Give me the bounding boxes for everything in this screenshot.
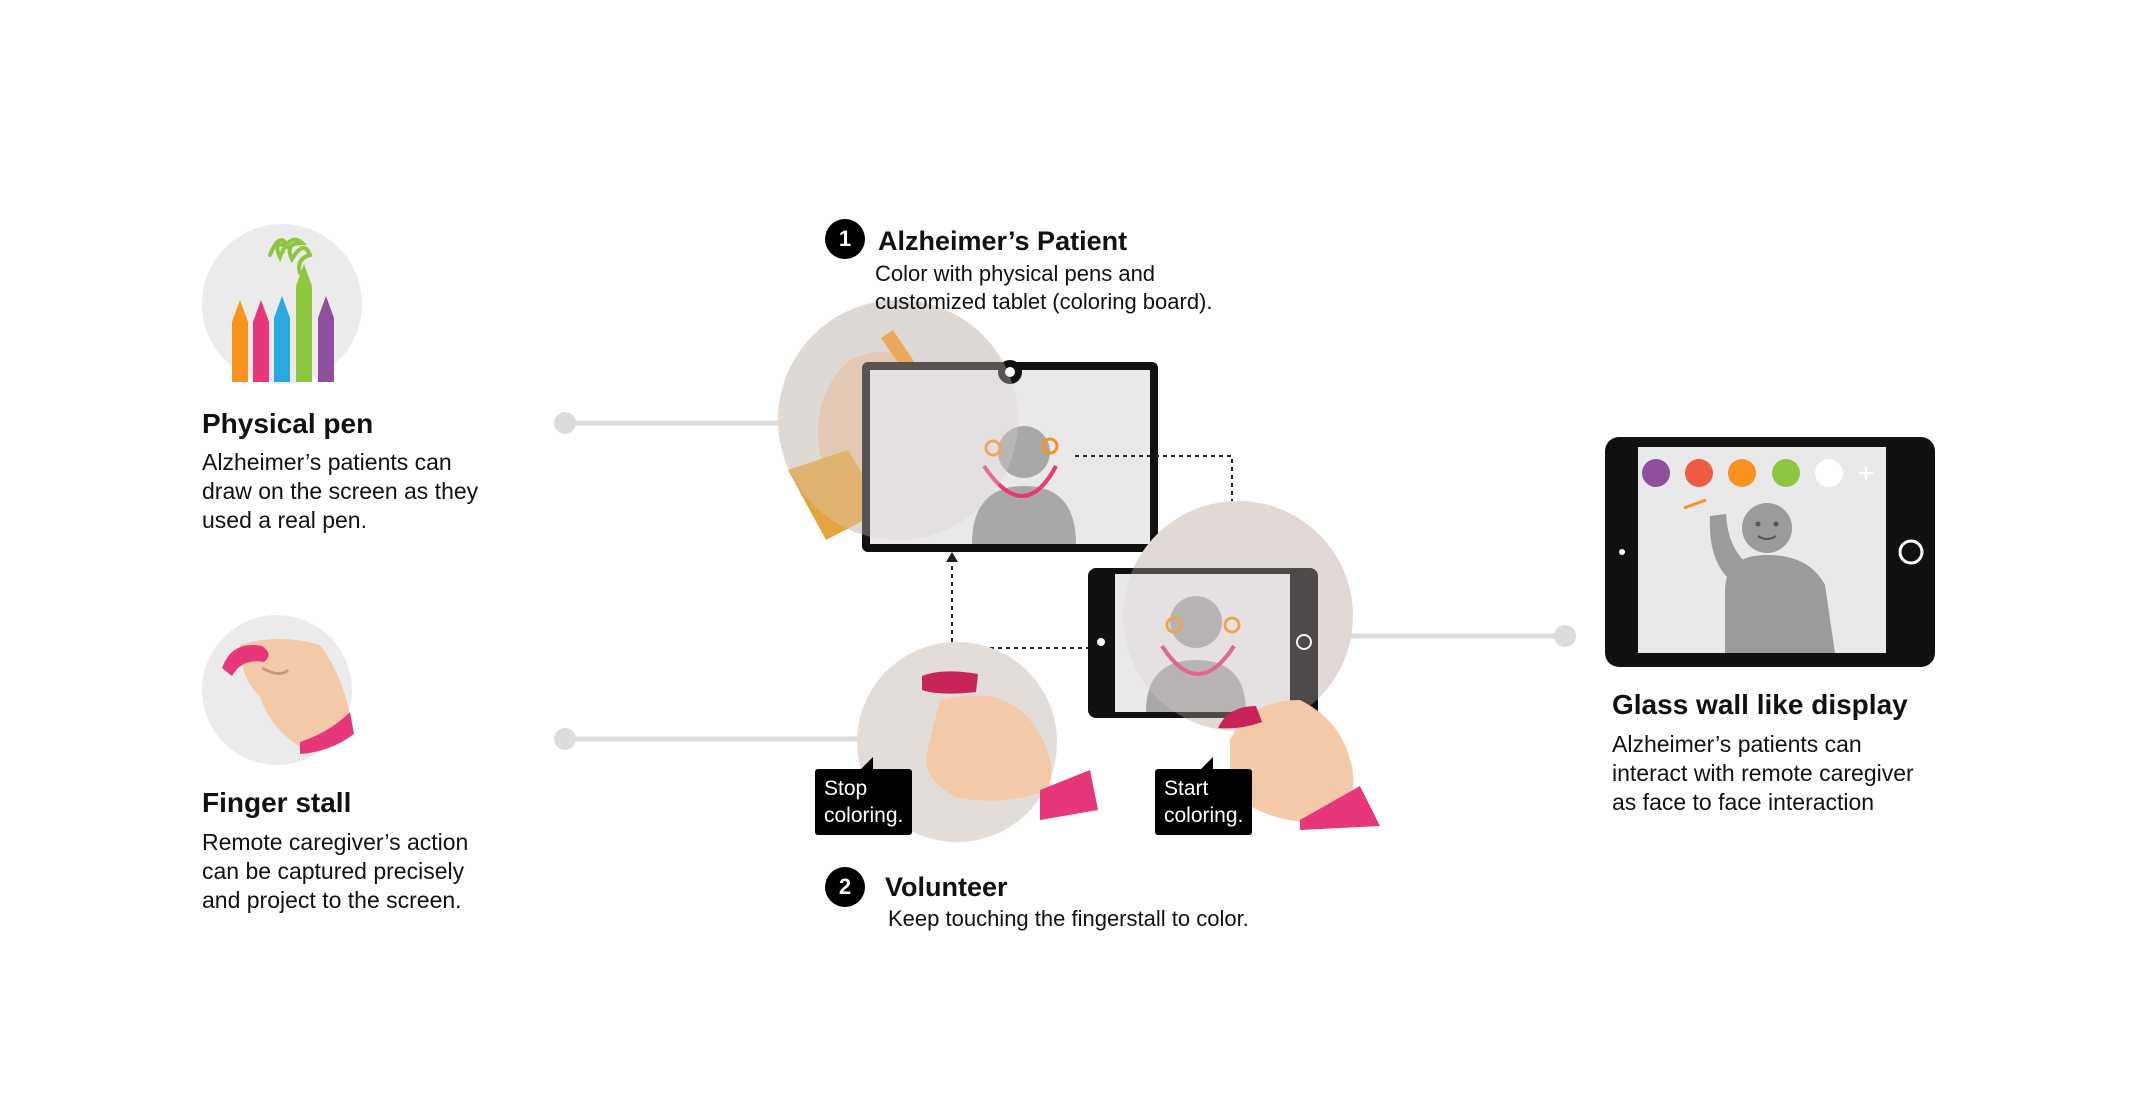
stop-coloring-bubble: Stop coloring. xyxy=(815,757,913,835)
patient-tablet-icon xyxy=(778,300,1158,552)
start-coloring-bubble: Start coloring. xyxy=(1155,757,1253,835)
crayons-icon xyxy=(202,224,362,384)
step-2-description: Keep touching the fingerstall to color. xyxy=(888,905,1249,933)
volunteer-tablet-icon xyxy=(1088,501,1353,731)
bubble-line: Stop xyxy=(824,777,868,800)
glass-wall-description: Alzheimer’s patients can interact with r… xyxy=(1612,730,1914,817)
description-line: as face to face interaction xyxy=(1612,789,1875,815)
description-line: can be captured precisely xyxy=(202,858,465,884)
physical-pen-title: Physical pen xyxy=(202,408,374,439)
step-1-title: Alzheimer’s Patient xyxy=(878,226,1128,256)
bubble-line: Start xyxy=(1164,777,1209,800)
description-line: customized tablet (coloring board). xyxy=(875,289,1213,314)
description-line: Keep touching the fingerstall to color. xyxy=(888,906,1249,931)
description-line: Color with physical pens and xyxy=(875,261,1156,286)
step-2-badge: 2 xyxy=(825,867,865,907)
connector-lines xyxy=(554,412,1576,750)
physical-pen-description: Alzheimer’s patients can draw on the scr… xyxy=(202,448,478,535)
step-1-description: Color with physical pens and customized … xyxy=(875,260,1213,316)
description-line: draw on the screen as they xyxy=(202,478,479,504)
description-line: Alzheimer’s patients can xyxy=(202,449,452,475)
step-1-badge: 1 xyxy=(825,219,865,259)
glass-wall-title: Glass wall like display xyxy=(1612,689,1908,720)
glass-wall-tablet-icon xyxy=(1605,437,1935,667)
bubble-line: coloring. xyxy=(1164,804,1244,827)
finger-stall-hand-icon xyxy=(202,615,354,765)
bubble-line: coloring. xyxy=(824,804,904,827)
finger-stall-title: Finger stall xyxy=(202,787,352,818)
description-line: used a real pen. xyxy=(202,507,367,533)
finger-stall-description: Remote caregiver’s action can be capture… xyxy=(202,828,468,915)
description-line: Remote caregiver’s action xyxy=(202,829,469,855)
description-line: and project to the screen. xyxy=(202,887,462,913)
description-line: interact with remote caregiver xyxy=(1612,760,1914,786)
step-2-title: Volunteer xyxy=(885,872,1008,902)
description-line: Alzheimer’s patients can xyxy=(1612,731,1862,757)
